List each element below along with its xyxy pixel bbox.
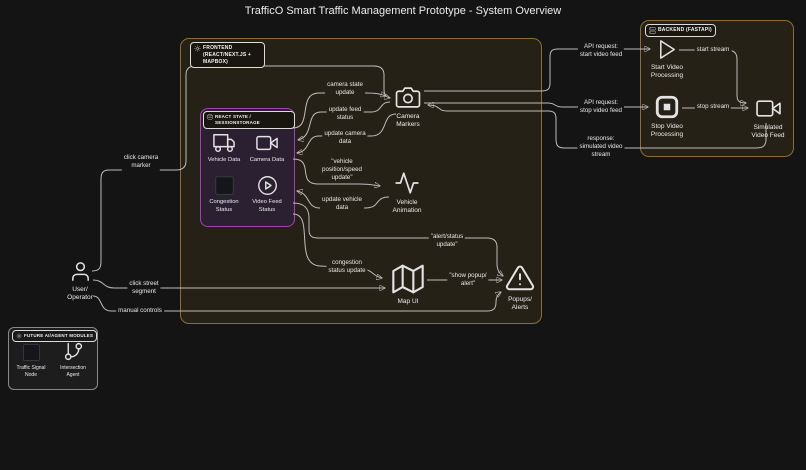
edge-label-api-request-start: API request: start video feed — [577, 42, 625, 60]
vehicle-animation-label: Vehicle Animation — [392, 199, 422, 215]
edge-vehicle-position-update — [292, 158, 380, 186]
edge-label-click-street-segment: click street segment — [127, 279, 161, 297]
node-video-feed-status: Video Feed Status — [246, 175, 288, 214]
git-branch-icon — [64, 342, 82, 361]
node-popups-alerts: Popups/ Alerts — [496, 263, 544, 313]
map-ui-label: Map UI — [397, 298, 419, 305]
node-traffic-signal: Traffic Signal Node — [10, 343, 52, 378]
camera-icon — [395, 87, 421, 108]
database-icon — [207, 114, 213, 120]
edge-camera-state-update — [292, 93, 386, 129]
edge-label-start-stream: start stream — [694, 45, 732, 55]
edge-click-camera-marker — [91, 65, 390, 272]
node-intersection-agent: Intersection Agent — [52, 341, 94, 378]
video-camera-icon — [755, 100, 781, 117]
edge-label-api-request-stop: API request: stop video feed — [578, 98, 624, 116]
map-icon — [392, 264, 424, 294]
node-camera-markers: Camera Markers — [384, 85, 432, 130]
react-state-header-label: REACT STATE / SESSIONSTORAGE — [215, 114, 260, 126]
gear-icon — [16, 333, 22, 339]
video-camera-icon — [256, 135, 278, 151]
stop-video-processing-label: Stop Video Processing — [650, 123, 684, 139]
node-camera-data: Camera Data — [246, 132, 288, 165]
edge-label-camera-state-update: camera state update — [325, 80, 365, 98]
edge-label-stop-stream: stop stream — [694, 102, 732, 112]
node-simulated-video-feed: Simulated Video Feed — [740, 96, 796, 141]
vehicle-data-label: Vehicle Data — [207, 157, 241, 163]
future-modules-header: FUTURE AI/AGENT MODULES — [12, 330, 98, 343]
node-user-operator: User/ Operator — [58, 260, 102, 303]
frontend-header-label: FRONTEND (REACT/NEXT.JS + MAPBOX) — [203, 45, 252, 65]
edge-label-show-popup-alert: "show popup/ alert" — [447, 271, 489, 289]
edge-label-update-vehicle-data: update vehicle data — [320, 195, 364, 213]
camera-markers-label: Camera Markers — [396, 113, 420, 129]
backend-header-label: BACKEND (FASTAPI) — [658, 27, 712, 33]
congestion-status-label: Congestion Status — [209, 199, 239, 213]
edge-alert-status-update — [292, 202, 503, 276]
node-stop-video-processing: Stop Video Processing — [640, 94, 694, 140]
edge-label-vehicle-position-update: "vehicle position/speed update" — [320, 157, 364, 183]
node-vehicle-data: Vehicle Data — [203, 132, 245, 165]
play-icon — [659, 40, 675, 59]
node-start-video-processing: Start Video Processing — [640, 38, 694, 81]
edge-api-request-stop — [424, 102, 648, 107]
node-map-ui: Map UI — [384, 263, 432, 306]
edge-api-request-start — [424, 49, 650, 92]
warning-triangle-icon — [505, 265, 535, 291]
dark-square-icon — [214, 176, 234, 195]
backend-header: BACKEND (FASTAPI) — [645, 24, 716, 37]
video-feed-status-label: Video Feed Status — [252, 199, 282, 213]
edge-label-manual-controls: manual controls — [116, 306, 164, 316]
user-icon — [71, 262, 89, 281]
backend-subgraph — [640, 20, 794, 157]
server-icon — [649, 27, 656, 34]
edge-label-congestion-status-update: congestion status update — [326, 258, 368, 276]
edge-label-update-feed-status: update feed status — [326, 105, 364, 123]
simulated-video-feed-label: Simulated Video Feed — [751, 124, 785, 140]
future-modules-header-label: FUTURE AI/AGENT MODULES — [24, 333, 94, 338]
react-state-header: REACT STATE / SESSIONSTORAGE — [203, 111, 295, 130]
edge-manual-controls — [92, 292, 501, 312]
user-operator-label: User/ Operator — [67, 286, 93, 302]
traffic-signal-label: Traffic Signal Node — [16, 365, 46, 378]
truck-icon — [213, 134, 235, 152]
frontend-header: FRONTEND (REACT/NEXT.JS + MAPBOX) — [190, 42, 265, 69]
node-congestion-status: Congestion Status — [203, 175, 245, 214]
gear-icon — [194, 45, 201, 52]
edge-label-update-camera-data: update camera data — [322, 129, 368, 147]
intersection-agent-label: Intersection Agent — [60, 365, 86, 378]
edge-congestion-status-update — [292, 213, 382, 278]
edge-click-street-segment — [92, 279, 385, 288]
stop-icon — [655, 95, 679, 119]
dark-square-icon — [22, 344, 40, 361]
node-vehicle-animation: Vehicle Animation — [380, 170, 434, 216]
edge-label-click-camera-marker: click camera marker — [121, 153, 161, 171]
start-video-processing-label: Start Video Processing — [650, 64, 684, 80]
edge-label-alert-status-update: "alert/status update" — [428, 232, 466, 250]
activity-icon — [395, 172, 419, 194]
popups-alerts-label: Popups/ Alerts — [508, 296, 532, 312]
edge-response-stream — [428, 105, 767, 149]
edge-label-response-stream: response: simulated video stream — [577, 134, 625, 160]
camera-data-label: Camera Data — [249, 157, 285, 163]
diagram-title: TrafficO Smart Traffic Management Protot… — [244, 5, 562, 17]
play-circle-icon — [257, 176, 277, 195]
